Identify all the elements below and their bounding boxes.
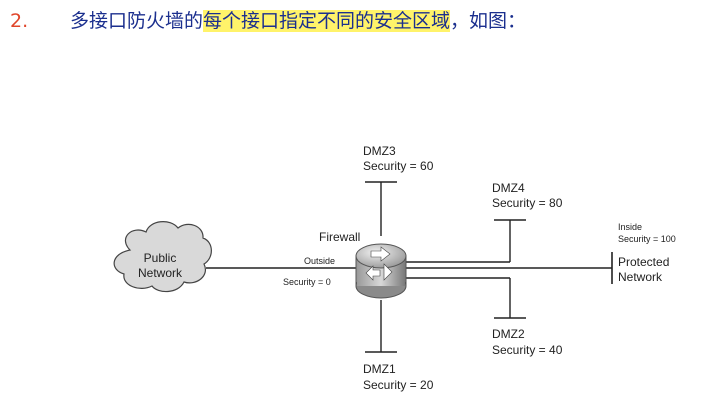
dmz3-security-label: Security = 60 <box>363 159 434 173</box>
dmz4-label: DMZ4 <box>492 181 525 195</box>
firewall-label: Firewall <box>319 230 360 244</box>
outside-security-label: Security = 0 <box>283 277 331 287</box>
links <box>206 182 612 352</box>
inside-label: Inside <box>618 222 642 232</box>
dmz1-security-label: Security = 20 <box>363 378 434 392</box>
cloud-label-1: Public <box>144 251 177 265</box>
inside-security-label: Security = 100 <box>618 234 676 244</box>
firewall-router-icon <box>355 243 407 299</box>
protected-network-label-1: Protected <box>618 255 669 269</box>
heading-suffix: ，如图： <box>450 10 527 32</box>
public-network-cloud <box>113 221 212 293</box>
dmz1-label: DMZ1 <box>363 362 396 376</box>
segment-bars <box>365 181 613 353</box>
dmz2-label: DMZ2 <box>492 327 525 341</box>
cloud-label-2: Network <box>138 266 183 280</box>
heading: 2. 多接口防火墙的每个接口指定不同的安全区域，如图： <box>10 6 526 36</box>
dmz4-security-label: Security = 80 <box>492 196 563 210</box>
heading-number: 2. <box>10 10 29 32</box>
outside-label: Outside <box>304 256 335 266</box>
heading-highlight: 每个接口指定不同的安全区域 <box>203 10 451 32</box>
dmz3-label: DMZ3 <box>363 144 396 158</box>
dmz2-security-label: Security = 40 <box>492 343 563 357</box>
heading-prefix: 多接口防火墙的 <box>70 10 204 32</box>
protected-network-label-2: Network <box>618 270 663 284</box>
